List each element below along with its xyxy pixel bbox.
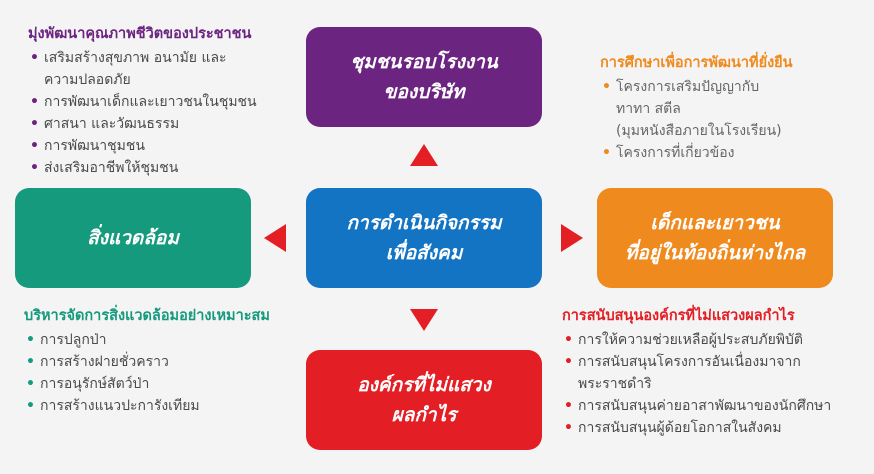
list-item: การสนับสนุนโครงการอันเนื่องมาจาก <box>562 351 867 373</box>
group-environment-title: บริหารจัดการสิ่งแวดล้อมอย่างเหมาะสม <box>24 308 270 324</box>
right-box-line2: ที่อยู่ในท้องถิ่นห่างไกล <box>624 242 806 264</box>
list-item-continuation: ความปลอดภัย <box>44 72 131 88</box>
list-item: การพัฒนาเด็กและเยาวชนในชุมชน <box>28 91 298 113</box>
center-box-line2: เพื่อสังคม <box>385 242 463 264</box>
list-item-continuation: ทาทา สตีล <box>616 101 681 117</box>
bottom-box-line1: องค์กรที่ไม่แสวง <box>357 374 491 396</box>
arrow-right-icon <box>561 224 583 252</box>
bottom-box-line2: ผลกำไร <box>391 404 457 426</box>
list-item: โครงการเสริมปัญญากับ <box>600 76 865 98</box>
top-box-line2: ของบริษัท <box>383 81 465 103</box>
group-community-quality: มุ่งพัฒนาคุณภาพชีวิตของประชาชน เสริมสร้า… <box>28 23 298 179</box>
list-item: การสร้างแนวปะการังเทียม <box>24 395 299 417</box>
list-item-continuation: (มุมหนังสือภายในโรงเรียน) <box>616 123 782 139</box>
group-nonprofit-support: การสนับสนุนองค์กรที่ไม่แสวงผลกำไร การให้… <box>562 305 867 439</box>
top-box-line1: ชุมชนรอบโรงงาน <box>350 51 498 73</box>
list-item: การสนับสนุนผู้ด้อยโอกาสในสังคม <box>562 417 867 439</box>
center-box-line1: การดำเนินกิจกรรม <box>346 212 502 234</box>
list-item: การให้ความช่วยเหลือผู้ประสบภัยพิบัติ <box>562 329 867 351</box>
group-education-title: การศึกษาเพื่อการพัฒนาที่ยั่งยืน <box>600 55 793 71</box>
list-item: ส่งเสริมอาชีพให้ชุมชน <box>28 157 298 179</box>
list-item: การสร้างฝายชั่วคราว <box>24 351 299 373</box>
group-environment-list: การปลูกป่า การสร้างฝายชั่วคราว การอนุรัก… <box>24 329 299 417</box>
group-community-list: เสริมสร้างสุขภาพ อนามัย และ ความปลอดภัย … <box>28 47 298 179</box>
group-education-list: โครงการเสริมปัญญากับ ทาทา สตีล (มุมหนังส… <box>600 76 865 164</box>
group-nonprofit-title: การสนับสนุนองค์กรที่ไม่แสวงผลกำไร <box>562 308 795 324</box>
list-item: การพัฒนาชุมชน <box>28 135 298 157</box>
list-item: การสนับสนุนค่ายอาสาพัฒนาของนักศึกษา <box>562 395 867 417</box>
arrow-up-icon <box>410 144 438 166</box>
right-box-youth: เด็กและเยาวชน ที่อยู่ในท้องถิ่นห่างไกล <box>597 188 833 288</box>
center-box-csr: การดำเนินกิจกรรม เพื่อสังคม <box>306 188 542 288</box>
list-item-continuation: พระราชดำริ <box>578 376 652 392</box>
list-item: โครงการที่เกี่ยวข้อง <box>600 142 865 164</box>
arrow-down-icon <box>410 309 438 331</box>
top-box-community: ชุมชนรอบโรงงาน ของบริษัท <box>306 27 542 127</box>
list-item: การอนุรักษ์สัตว์ป่า <box>24 373 299 395</box>
bottom-box-nonprofit: องค์กรที่ไม่แสวง ผลกำไร <box>306 350 542 450</box>
group-community-title: มุ่งพัฒนาคุณภาพชีวิตของประชาชน <box>28 26 252 42</box>
right-box-line1: เด็กและเยาวชน <box>650 212 780 234</box>
group-nonprofit-list: การให้ความช่วยเหลือผู้ประสบภัยพิบัติ การ… <box>562 329 867 439</box>
arrow-left-icon <box>264 224 286 252</box>
group-environment: บริหารจัดการสิ่งแวดล้อมอย่างเหมาะสม การป… <box>24 305 299 417</box>
left-box-line1: สิ่งแวดล้อม <box>87 227 179 249</box>
list-item: ศาสนา และวัฒนธรรม <box>28 113 298 135</box>
list-item: การปลูกป่า <box>24 329 299 351</box>
left-box-environment: สิ่งแวดล้อม <box>15 188 251 288</box>
list-item: เสริมสร้างสุขภาพ อนามัย และ <box>28 47 298 69</box>
group-education: การศึกษาเพื่อการพัฒนาที่ยั่งยืน โครงการเ… <box>600 52 865 164</box>
